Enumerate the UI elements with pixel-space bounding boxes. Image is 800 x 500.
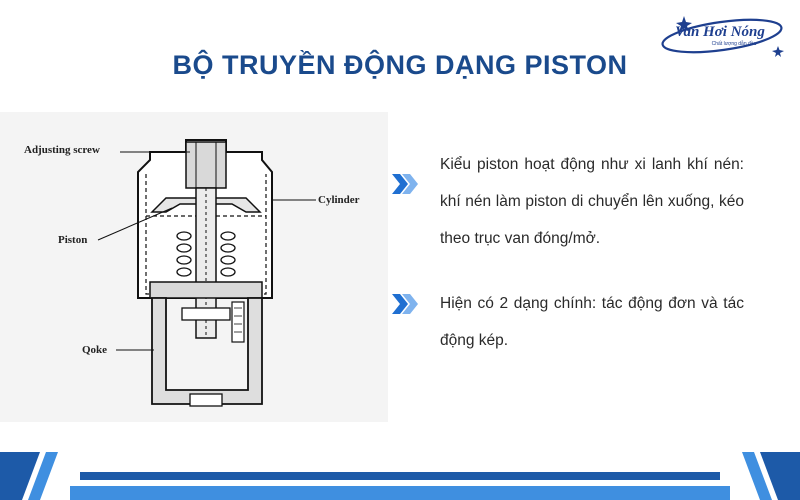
bullet-item-piston-operation: Kiểu piston hoạt động như xi lanh khí né… xyxy=(392,146,744,257)
bullet-text: Kiểu piston hoạt động như xi lanh khí né… xyxy=(440,156,744,247)
label-yoke: Qoke xyxy=(82,344,108,356)
page-title: BỘ TRUYỀN ĐỘNG DẠNG PISTON xyxy=(172,50,628,80)
double-chevron-right-icon xyxy=(392,174,418,194)
label-adjusting-screw: Adjusting screw xyxy=(24,144,100,156)
bullet-item-types: Hiện có 2 dạng chính: tác động đơn và tá… xyxy=(392,285,744,359)
double-chevron-right-icon xyxy=(392,294,418,314)
brand-logo: Van Hơi Nóng Chất lượng dẫn đầu xyxy=(660,8,792,64)
label-cylinder: Cylinder xyxy=(318,194,360,206)
logo-name: Van Hơi Nóng xyxy=(675,24,765,40)
bullet-text: Hiện có 2 dạng chính: tác động đơn và tá… xyxy=(440,295,744,349)
actuator-cross-section xyxy=(97,139,316,407)
logo-tagline: Chất lượng dẫn đầu xyxy=(711,41,757,47)
piston-leader xyxy=(97,207,173,241)
logo-swoosh-icon xyxy=(661,16,784,57)
footer-decoration xyxy=(0,452,800,500)
label-piston: Piston xyxy=(58,234,88,246)
piston-actuator-diagram: Adjusting screw Cylinder Piston Qoke xyxy=(0,112,388,422)
